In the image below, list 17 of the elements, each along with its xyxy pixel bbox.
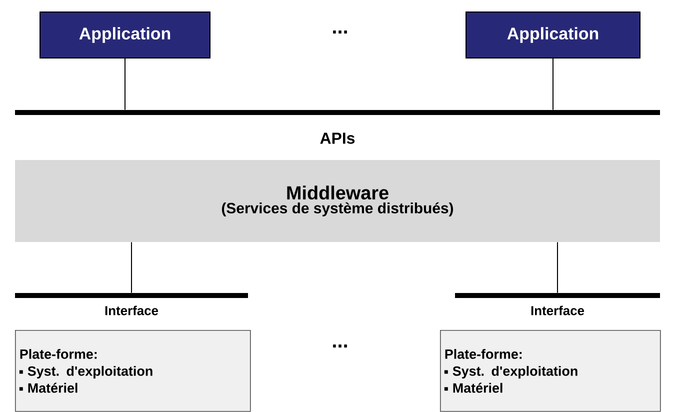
- bus-bar: Interface: [455, 293, 660, 316]
- connector-line: [557, 242, 558, 294]
- node-label: Interface: [105, 306, 158, 316]
- ellipsis: ...: [333, 30, 347, 34]
- platform-box: Plate-forme: Syst. d'exploitation Matériel: [15, 330, 251, 412]
- connector-line: [124, 58, 126, 110]
- ellipsis: ...: [333, 344, 347, 348]
- bus-bar: Interface: [15, 293, 248, 316]
- application-box: Application: [466, 12, 640, 58]
- bus-bar: APIs: [15, 110, 660, 144]
- connector-line: [131, 242, 132, 294]
- platform-box: Plate-forme: Syst. d'exploitation Matériel: [440, 330, 661, 412]
- node-label: APIs: [320, 132, 355, 144]
- node-label: Interface: [531, 306, 584, 316]
- middleware-band: Middleware (Services de système distribués): [15, 160, 660, 242]
- application-box: Application: [40, 12, 210, 58]
- connector-line: [552, 58, 554, 110]
